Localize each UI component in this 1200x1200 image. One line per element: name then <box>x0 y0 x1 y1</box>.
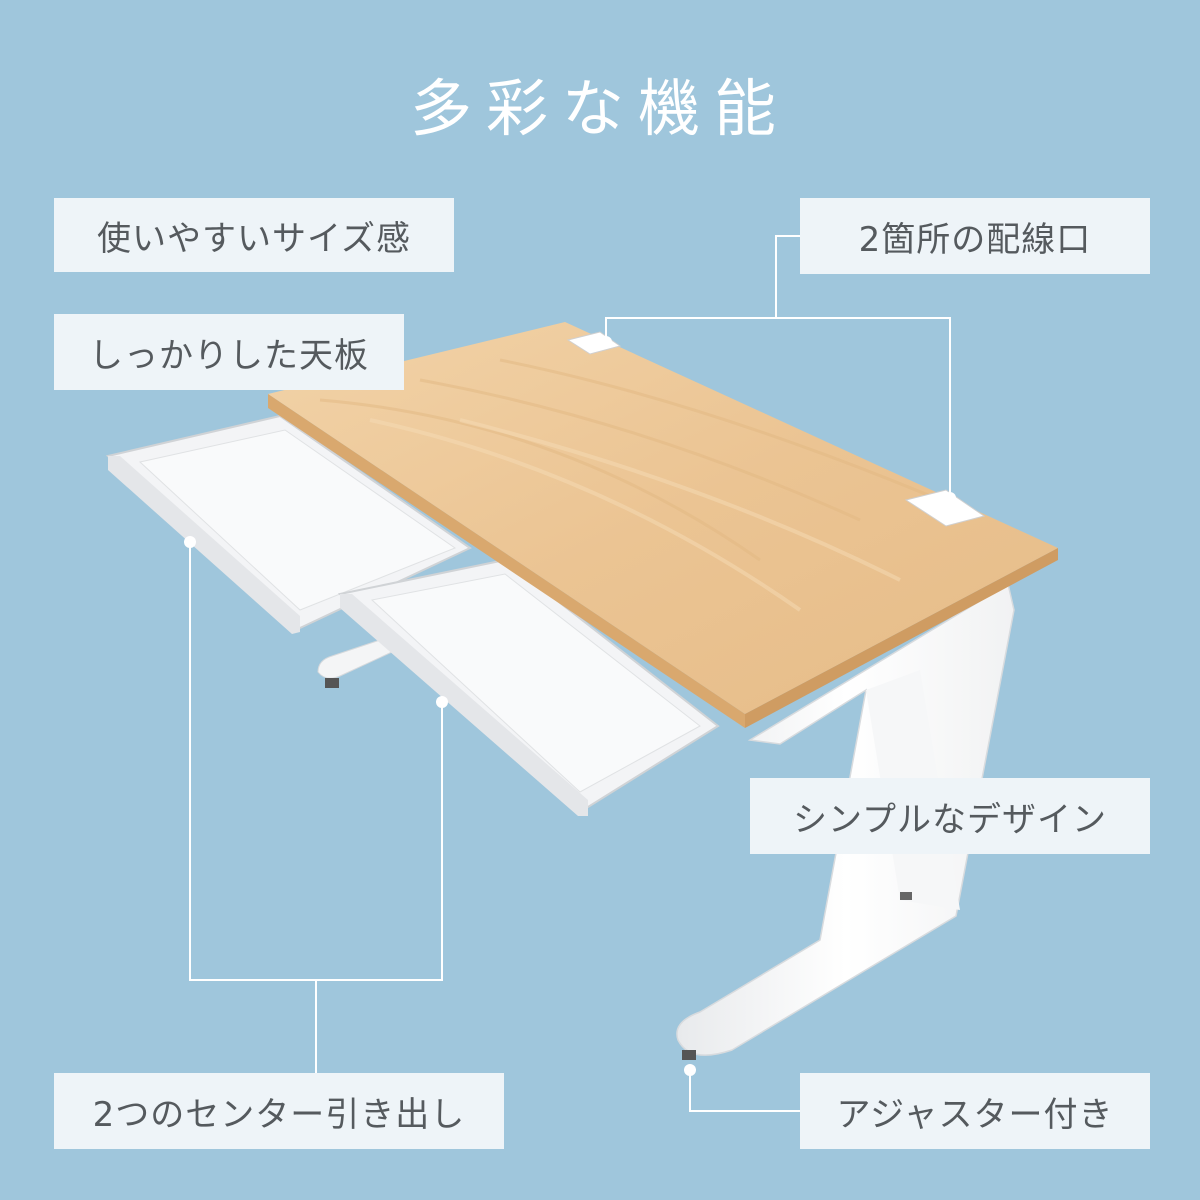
left-drawer <box>105 414 472 634</box>
feature-label-drawers: 2つのセンター引き出し <box>54 1073 504 1149</box>
feature-label-size: 使いやすいサイズ感 <box>54 198 454 272</box>
feature-label-adjuster: アジャスター付き <box>800 1073 1150 1149</box>
cable-grommet-front <box>904 489 986 527</box>
callout-lines <box>189 235 951 1112</box>
page-title: 多彩な機能 <box>409 72 790 145</box>
feature-label-cable-holes: 2箇所の配線口 <box>800 198 1150 274</box>
feature-label-simple-design: シンプルなデザイン <box>750 778 1150 854</box>
feature-label-tabletop: しっかりした天板 <box>54 314 404 390</box>
back-leg <box>317 639 393 688</box>
callout-dots <box>184 336 956 1076</box>
desk-top <box>268 322 1058 728</box>
right-drawer <box>337 558 720 816</box>
